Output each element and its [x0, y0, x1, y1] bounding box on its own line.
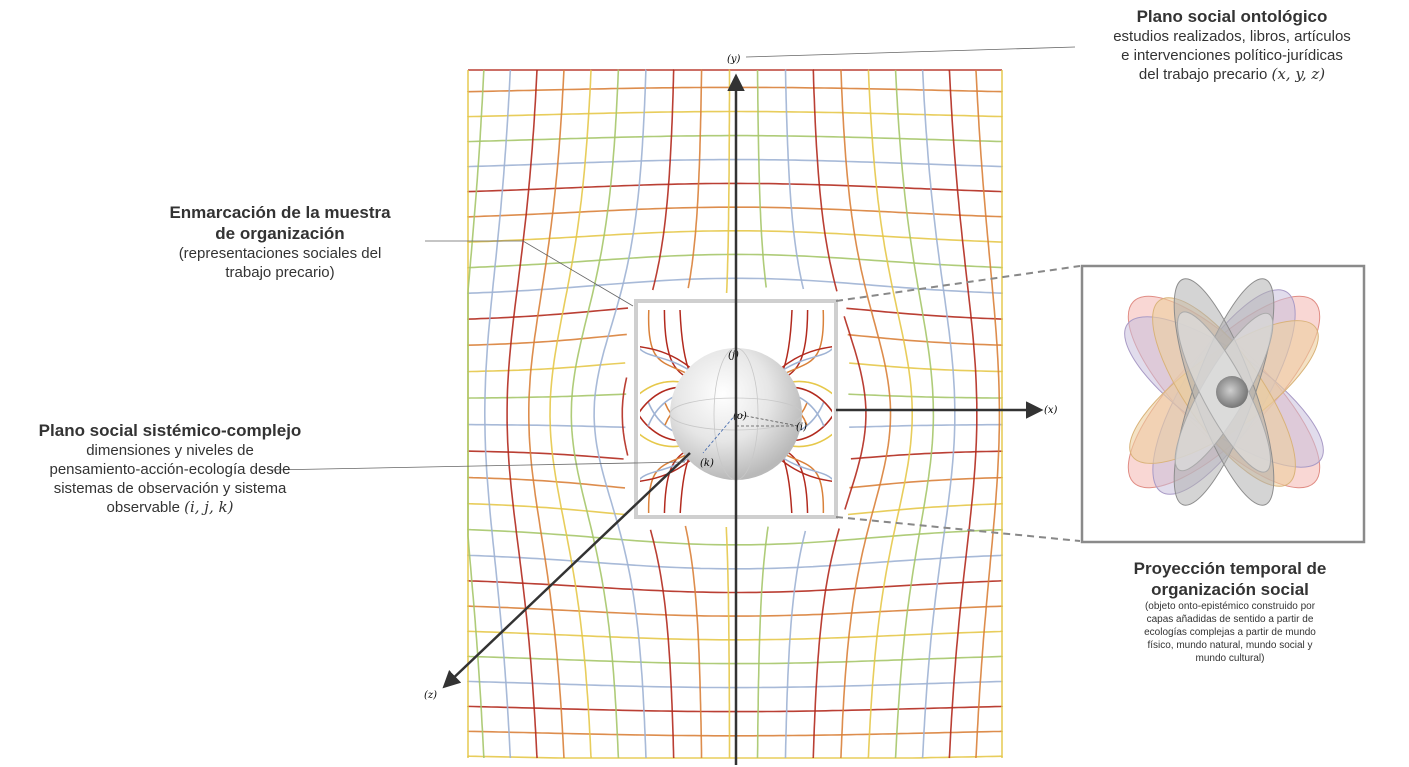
grid-line-vertical: [484, 69, 512, 759]
grid-line-horizontal: [467, 110, 1003, 118]
leader-ontologico: [745, 46, 1076, 58]
grid-line-horizontal: [467, 554, 1003, 570]
label-sistemico: Plano social sistémico-complejo dimensio…: [0, 420, 340, 517]
label-ontologico: Plano social ontológico estudios realiza…: [1062, 6, 1402, 84]
grid-line-vertical: [756, 69, 769, 758]
grid-line-vertical: [867, 69, 913, 759]
i-axis-line: [735, 413, 799, 427]
enmarcacion-line2: trabajo precario): [225, 264, 335, 281]
grid-line-horizontal: [467, 730, 1003, 737]
grid-line-vertical: [784, 69, 807, 759]
grid-line-horizontal: [467, 253, 1003, 269]
sistemico-line2: pensamiento-acción-ecología desde: [49, 461, 291, 478]
sistemico-line1: dimensiones y niveles de: [86, 442, 254, 459]
proyeccion-line3: ecologías complejas a partir de mundo: [1144, 627, 1316, 638]
grid-line-horizontal: [467, 134, 1003, 143]
grid-line-horizontal: [467, 277, 1003, 295]
enmarcacion-title1: Enmarcación de la muestra: [169, 203, 391, 222]
y-axis-label: (y): [727, 54, 741, 65]
z-axis-label: (z): [424, 690, 437, 701]
grid-line-horizontal: [467, 230, 1003, 243]
main-axes: (y) (x) (z): [424, 54, 1058, 765]
ontologico-math: (x, y, z): [1271, 65, 1326, 83]
temporal-projection-inset: [1080, 264, 1366, 544]
grid-line-horizontal: [467, 655, 1003, 665]
proyeccion-title2: organización social: [1151, 580, 1309, 599]
label-proyeccion: Proyección temporal de organización soci…: [1090, 558, 1370, 665]
k-axis-line: [702, 413, 737, 454]
grid-line-vertical: [812, 69, 867, 759]
leader-sistemico: [269, 461, 686, 471]
leader-enmarcacion: [425, 240, 634, 307]
enmarcacion-title2: de organización: [215, 224, 345, 243]
grid-line-vertical: [894, 69, 935, 759]
grid-line-vertical: [840, 69, 892, 759]
leader-lines: [269, 46, 1076, 471]
proyeccion-line5: mundo cultural): [1195, 653, 1265, 664]
grid-line-vertical: [570, 69, 620, 759]
grid-line-horizontal: [467, 502, 1003, 516]
i-axis-label: (i): [796, 422, 807, 433]
grid-line-horizontal: [467, 605, 1003, 617]
sistemico-math: (i, j, k): [184, 498, 234, 516]
grid-line-vertical: [528, 69, 565, 759]
z-axis: [442, 452, 691, 689]
projection-core: [1216, 376, 1248, 408]
grid-line-horizontal: [467, 705, 1003, 713]
grid-line-horizontal: [467, 393, 1003, 399]
grid-line-vertical: [948, 69, 978, 759]
grid-line-horizontal: [467, 755, 1003, 759]
field-grid: [467, 69, 1003, 759]
ontologico-line1: estudios realizados, libros, artículos: [1113, 28, 1351, 45]
grid-line-horizontal: [467, 579, 1003, 594]
grid-line-horizontal: [467, 528, 1003, 546]
ontologico-line2: e intervenciones político-jurídicas: [1121, 47, 1343, 64]
grid-line-vertical: [467, 69, 485, 759]
sistemico-title: Plano social sistémico-complejo: [38, 421, 302, 440]
grid-line-vertical: [549, 69, 592, 759]
k-axis-label: (k): [700, 458, 714, 469]
grid-line-horizontal: [467, 307, 1003, 320]
grid-line-vertical: [684, 69, 703, 759]
x-axis-label: (x): [1044, 405, 1058, 416]
o-origin-label: (o): [733, 411, 747, 422]
grid-line-horizontal: [467, 206, 1003, 218]
grid-line-horizontal: [467, 362, 1003, 373]
sistemico-line3: sistemas de observación y sistema: [53, 480, 287, 497]
proyeccion-title1: Proyección temporal de: [1133, 559, 1327, 578]
grid-line-horizontal: [467, 158, 1003, 168]
proyeccion-line1: (objeto onto-epistémico construido por: [1144, 601, 1316, 612]
grid-line-vertical: [921, 69, 956, 759]
ontologico-title: Plano social ontológico: [1136, 7, 1328, 26]
grid-line-horizontal: [467, 680, 1003, 689]
grid-line-horizontal: [467, 423, 1003, 429]
grid-line-horizontal: [467, 182, 1003, 193]
enmarcacion-line1: (representaciones sociales del: [178, 245, 382, 262]
grid-line-horizontal: [467, 630, 1003, 641]
label-enmarcacion: Enmarcación de la muestra de organizació…: [130, 202, 430, 282]
grid-line-vertical: [621, 69, 675, 759]
proyeccion-line2: capas añadidas de sentido a partir de: [1146, 614, 1314, 625]
proyeccion-line4: físico, mundo natural, mundo social y: [1147, 640, 1313, 651]
grid-line-vertical: [975, 69, 1001, 759]
grid-line-horizontal: [467, 333, 1003, 347]
zoom-connectors: [835, 265, 1081, 542]
grid-line-vertical: [725, 69, 731, 759]
grid-line-horizontal: [467, 476, 1003, 489]
j-axis-label: (j): [728, 350, 739, 361]
grid-line-vertical: [506, 69, 538, 759]
ontologico-line3: del trabajo precario (x, y, z): [1138, 65, 1326, 83]
grid-line-vertical: [593, 69, 647, 759]
sistemico-line4: observable (i, j, k): [106, 498, 234, 516]
